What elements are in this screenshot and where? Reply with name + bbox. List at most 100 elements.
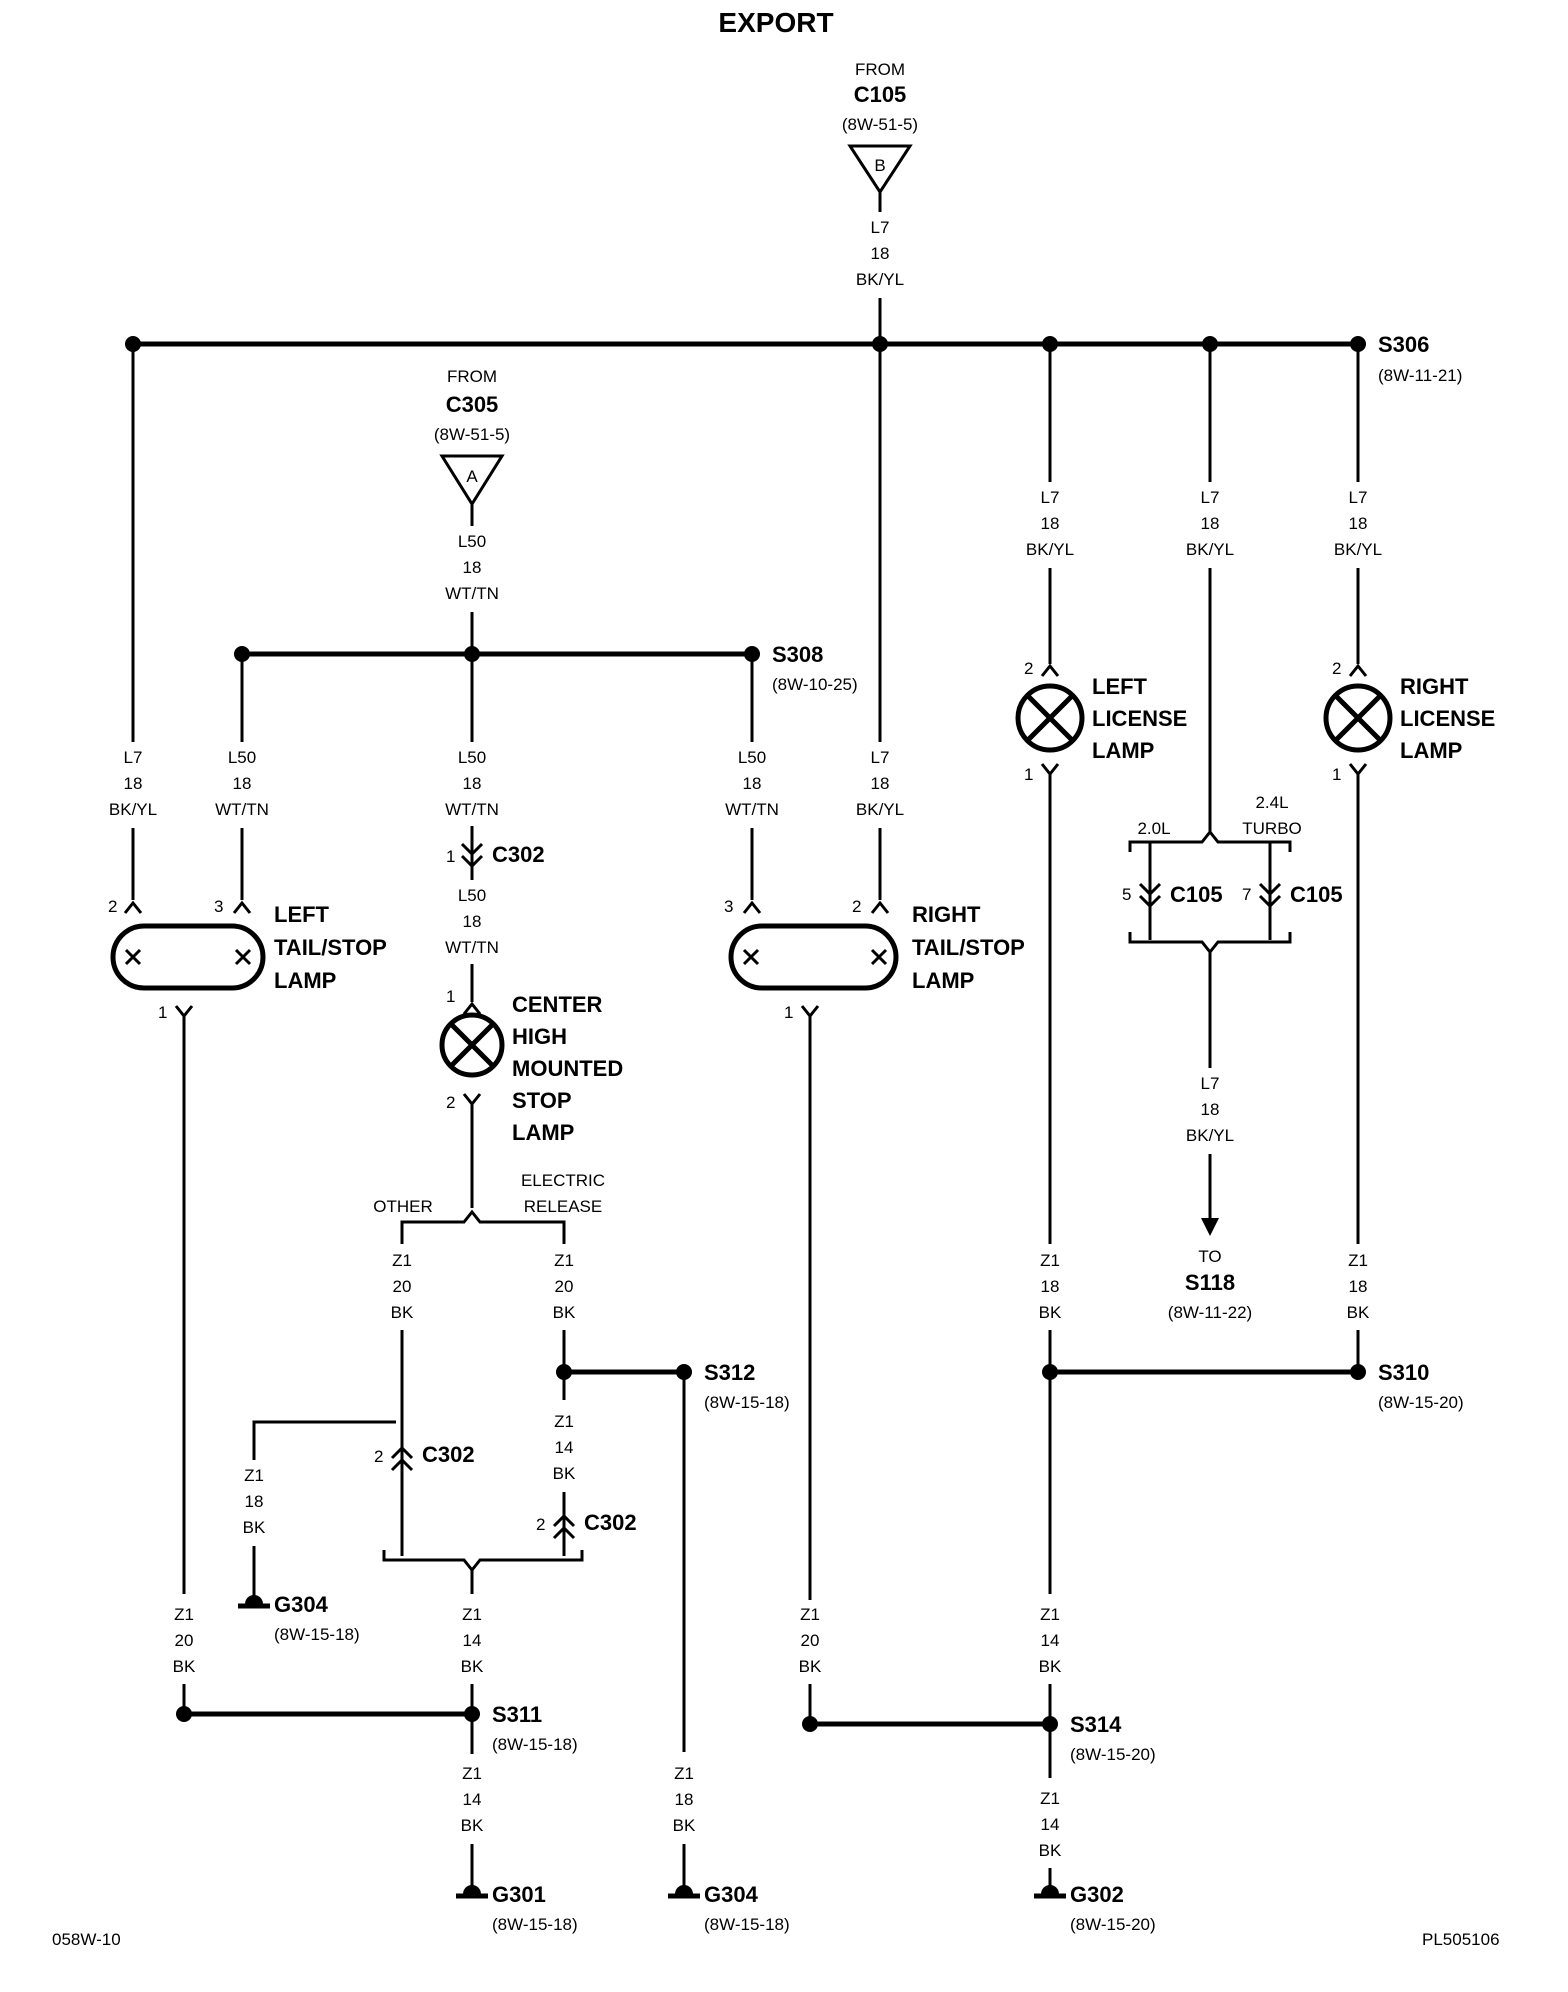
wire-label-left-tail-l7: L7 18 BK/YL (109, 748, 157, 819)
svg-text:18: 18 (871, 774, 890, 793)
connector-c105-2-0l: C105 (1170, 882, 1223, 907)
footer-left-code: 058W-10 (52, 1930, 121, 1949)
svg-text:14: 14 (463, 1790, 482, 1809)
svg-text:BK: BK (461, 1657, 484, 1676)
svg-text:L7: L7 (1041, 488, 1060, 507)
svg-text:MOUNTED: MOUNTED (512, 1056, 623, 1081)
svg-text:(8W-51-5): (8W-51-5) (434, 425, 510, 444)
svg-text:LEFT: LEFT (274, 902, 330, 927)
splice-s310-ref: (8W-15-20) (1378, 1393, 1464, 1412)
svg-text:(8W-11-22): (8W-11-22) (1168, 1303, 1252, 1322)
svg-text:18: 18 (675, 1790, 694, 1809)
svg-text:BK/YL: BK/YL (1186, 540, 1234, 559)
svg-text:LEFT: LEFT (1092, 674, 1148, 699)
wire-label-other-z1-20: Z1 20 BK (391, 1251, 414, 1322)
svg-text:18: 18 (245, 1492, 264, 1511)
svg-text:L7: L7 (1201, 488, 1220, 507)
svg-text:CENTER: CENTER (512, 992, 603, 1017)
wire-label-g302: Z1 14 BK (1039, 1789, 1062, 1860)
svg-text:G304: G304 (274, 1592, 329, 1617)
svg-text:TO: TO (1198, 1247, 1221, 1266)
svg-text:LICENSE: LICENSE (1092, 706, 1187, 731)
left-license-lamp: LEFT LICENSE LAMP (1015, 674, 1187, 763)
svg-text:14: 14 (463, 1631, 482, 1650)
svg-text:5: 5 (1122, 885, 1131, 904)
svg-text:18: 18 (463, 912, 482, 931)
svg-text:LAMP: LAMP (274, 968, 336, 993)
right-tail-stop-lamp: RIGHT TAIL/STOP LAMP (728, 902, 1025, 993)
wire-label-right-license-ground: Z1 18 BK (1347, 1251, 1370, 1322)
svg-text:1: 1 (784, 1003, 793, 1022)
svg-text:BK/YL: BK/YL (1334, 540, 1382, 559)
svg-text:2: 2 (1332, 659, 1341, 678)
svg-text:2: 2 (1024, 659, 1033, 678)
svg-text:BK/YL: BK/YL (109, 800, 157, 819)
splice-s314-ref: (8W-15-20) (1070, 1745, 1156, 1764)
wire-label-s118-top: L7 18 BK/YL (1186, 488, 1234, 559)
option-electric: ELECTRIC (521, 1171, 605, 1190)
connector-triangle-a (439, 454, 505, 507)
svg-text:20: 20 (175, 1631, 194, 1650)
svg-text:LAMP: LAMP (912, 968, 974, 993)
diagram-title: EXPORT (718, 7, 833, 38)
wire-label-left-tail-l50: L50 18 WT/TN (215, 748, 269, 819)
svg-text:1: 1 (1024, 765, 1033, 784)
svg-text:Z1: Z1 (674, 1764, 694, 1783)
option-turbo: TURBO (1242, 819, 1302, 838)
source-c305: FROM C305 (8W-51-5) A (434, 367, 510, 507)
svg-text:2: 2 (536, 1515, 545, 1534)
option-release: RELEASE (524, 1197, 602, 1216)
svg-text:Z1: Z1 (392, 1251, 412, 1270)
wire-label-right-license-l7: L7 18 BK/YL (1334, 488, 1382, 559)
svg-text:L50: L50 (738, 748, 766, 767)
svg-text:BK: BK (1039, 1841, 1062, 1860)
splice-s308-ref: (8W-10-25) (772, 675, 858, 694)
source-c105: FROM C105 (8W-51-5) B (842, 60, 918, 195)
svg-text:Z1: Z1 (554, 1412, 574, 1431)
svg-text:L7: L7 (1201, 1074, 1220, 1093)
svg-text:Z1: Z1 (554, 1251, 574, 1270)
svg-text:1: 1 (1332, 765, 1341, 784)
svg-text:Z1: Z1 (1040, 1789, 1060, 1808)
svg-text:L50: L50 (228, 748, 256, 767)
svg-text:2: 2 (374, 1447, 383, 1466)
connector-marker-a: A (466, 467, 478, 486)
wire-label-s311-in: Z1 14 BK (461, 1605, 484, 1676)
connector-c105-2-4l: C105 (1290, 882, 1343, 907)
wire-label-c105-out: L7 18 BK/YL (856, 218, 904, 289)
svg-text:FROM: FROM (447, 367, 497, 386)
svg-text:14: 14 (1041, 1815, 1060, 1834)
connector-c302-chmsl: C302 (492, 842, 545, 867)
wire-label-right-tail-l50: L50 18 WT/TN (725, 748, 779, 819)
ground-g304-b: G304 (8W-15-18) (668, 1882, 790, 1934)
svg-text:TAIL/STOP: TAIL/STOP (912, 935, 1025, 960)
svg-text:20: 20 (555, 1277, 574, 1296)
svg-text:TAIL/STOP: TAIL/STOP (274, 935, 387, 960)
svg-text:(8W-15-18): (8W-15-18) (704, 1915, 790, 1934)
svg-text:RIGHT: RIGHT (912, 902, 981, 927)
svg-text:18: 18 (463, 774, 482, 793)
svg-text:BK: BK (1347, 1303, 1370, 1322)
wire-label-c305-out: L50 18 WT/TN (445, 532, 499, 603)
svg-text:1: 1 (446, 847, 455, 866)
svg-text:BK: BK (673, 1816, 696, 1835)
wire-label-er-z1-14: Z1 14 BK (553, 1412, 576, 1483)
svg-text:18: 18 (743, 774, 762, 793)
svg-text:2: 2 (852, 897, 861, 916)
splice-s314-name: S314 (1070, 1712, 1122, 1737)
svg-text:G304: G304 (704, 1882, 759, 1907)
svg-text:14: 14 (1041, 1631, 1060, 1650)
svg-text:BK: BK (461, 1816, 484, 1835)
splice-s311-ref: (8W-15-18) (492, 1735, 578, 1754)
svg-text:BK: BK (553, 1303, 576, 1322)
svg-text:Z1: Z1 (462, 1605, 482, 1624)
svg-text:BK: BK (173, 1657, 196, 1676)
left-tail-stop-lamp: LEFT TAIL/STOP LAMP (110, 902, 387, 993)
svg-text:BK: BK (1039, 1303, 1062, 1322)
connector-c302-er: C302 (584, 1510, 637, 1535)
svg-text:BK: BK (243, 1518, 266, 1537)
wire-label-g304b: Z1 18 BK (673, 1764, 696, 1835)
svg-text:L7: L7 (124, 748, 143, 767)
svg-text:C305: C305 (446, 392, 499, 417)
